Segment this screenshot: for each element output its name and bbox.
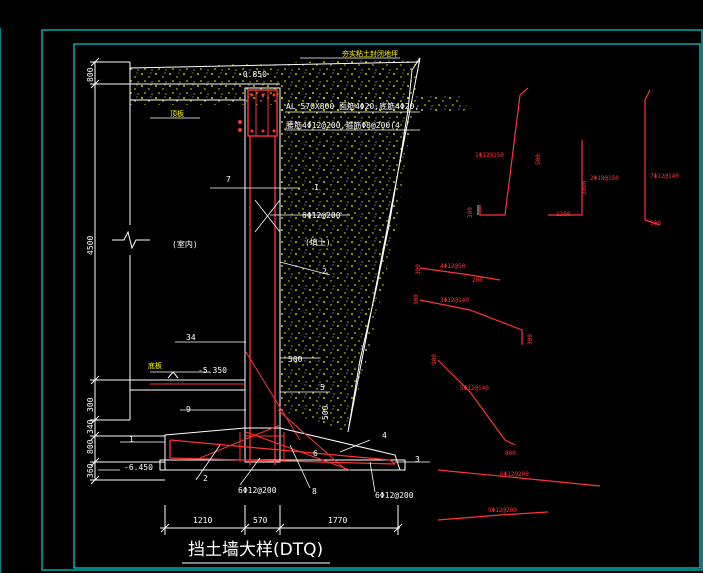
rebar-wall: 6Φ12@200 bbox=[302, 211, 341, 220]
dim-left-3: 300 bbox=[86, 397, 95, 412]
outer-frame bbox=[41, 29, 703, 571]
backfill-slope bbox=[347, 57, 421, 433]
elev-top: -0.850 bbox=[238, 70, 267, 79]
mark-500b: 500 bbox=[321, 405, 330, 420]
elev-mid: -5.350 bbox=[198, 366, 227, 375]
backfill-hatch bbox=[130, 58, 420, 432]
top-note: 夯实粘土封闭地坪 bbox=[342, 49, 398, 58]
dim-bottom-3: 1770 bbox=[328, 516, 347, 525]
mark-1: 1 bbox=[314, 183, 319, 192]
rebar-base-2: 6Φ12@200 bbox=[375, 491, 414, 500]
rebar-base-1: 6Φ12@200 bbox=[238, 486, 277, 495]
dim-bottom-2: 570 bbox=[253, 516, 268, 525]
mark-6: 6 bbox=[313, 449, 318, 458]
beam-rebar bbox=[247, 89, 278, 137]
detail-len-300d: 300 bbox=[527, 334, 534, 345]
slab-note: 顶板 bbox=[170, 109, 184, 118]
mark-2b: 2 bbox=[203, 474, 208, 483]
detail-len-300a: 300 bbox=[467, 207, 474, 218]
elev-bot: -6.450 bbox=[124, 463, 153, 472]
detail-1: 1Φ12@150 bbox=[475, 152, 504, 159]
drawing-title: 挡土墙大样(DTQ) bbox=[188, 540, 323, 560]
detail-len-200: 200 bbox=[472, 277, 483, 284]
dim-left-1: 800 bbox=[86, 67, 95, 82]
detail-len-300b: 300 bbox=[415, 264, 422, 275]
mark-4: 4 bbox=[382, 431, 387, 440]
dim-left-5: 800 bbox=[86, 439, 95, 454]
detail-8: 9Φ12@200 bbox=[488, 507, 517, 514]
beam-note: AL 570X800 面筋4Φ20,底筋4Φ20, bbox=[286, 101, 419, 111]
detail-6: 5Φ12@140 bbox=[460, 385, 489, 392]
soil-label: (填土) bbox=[305, 237, 331, 247]
detail-2: 2Φ18@150 bbox=[590, 175, 619, 182]
mark-5: 5 bbox=[320, 383, 325, 392]
dim-left-4: 340 bbox=[86, 419, 95, 434]
mark-1b: 1 bbox=[129, 435, 134, 444]
mark-9: 9 bbox=[186, 405, 191, 414]
dim-left-2: 4500 bbox=[86, 236, 95, 255]
inner-frame bbox=[73, 43, 701, 569]
rebar-details bbox=[419, 87, 661, 521]
mark-3: 3 bbox=[415, 455, 420, 464]
mark-500a: 500 bbox=[288, 355, 303, 364]
detail-4: 4Φ12@50 bbox=[440, 263, 466, 270]
detail-3: 7Φ12@140 bbox=[650, 173, 679, 180]
detail-7: 6Φ12@200 bbox=[500, 471, 529, 478]
beam-hatch bbox=[280, 90, 470, 118]
detail-len-3000: 3000 bbox=[581, 180, 588, 195]
mark-8: 8 bbox=[312, 487, 317, 496]
detail-len-900: 900 bbox=[431, 354, 438, 365]
dim-bottom-1: 1210 bbox=[193, 516, 212, 525]
detail-len-1300: 1300 bbox=[556, 211, 571, 218]
mark-7: 7 bbox=[226, 175, 231, 184]
stirrup-note: 腰筋4Φ12@200,箍筋Φ8@200(4 bbox=[286, 120, 400, 130]
detail-len-300c: 300 bbox=[413, 294, 420, 305]
base-note: 底板 bbox=[148, 361, 162, 370]
room-label: (室内) bbox=[172, 239, 198, 249]
detail-len-500: 500 bbox=[650, 220, 661, 227]
mark-2: 2 bbox=[322, 267, 327, 276]
detail-len-500b: 500 bbox=[535, 154, 542, 165]
retaining-wall bbox=[244, 87, 281, 463]
detail-len-800: 800 bbox=[505, 450, 516, 457]
dim-left-6: 360 bbox=[86, 463, 95, 478]
mark-34: 34 bbox=[186, 333, 196, 342]
detail-5: 3Φ12@140 bbox=[440, 297, 469, 304]
